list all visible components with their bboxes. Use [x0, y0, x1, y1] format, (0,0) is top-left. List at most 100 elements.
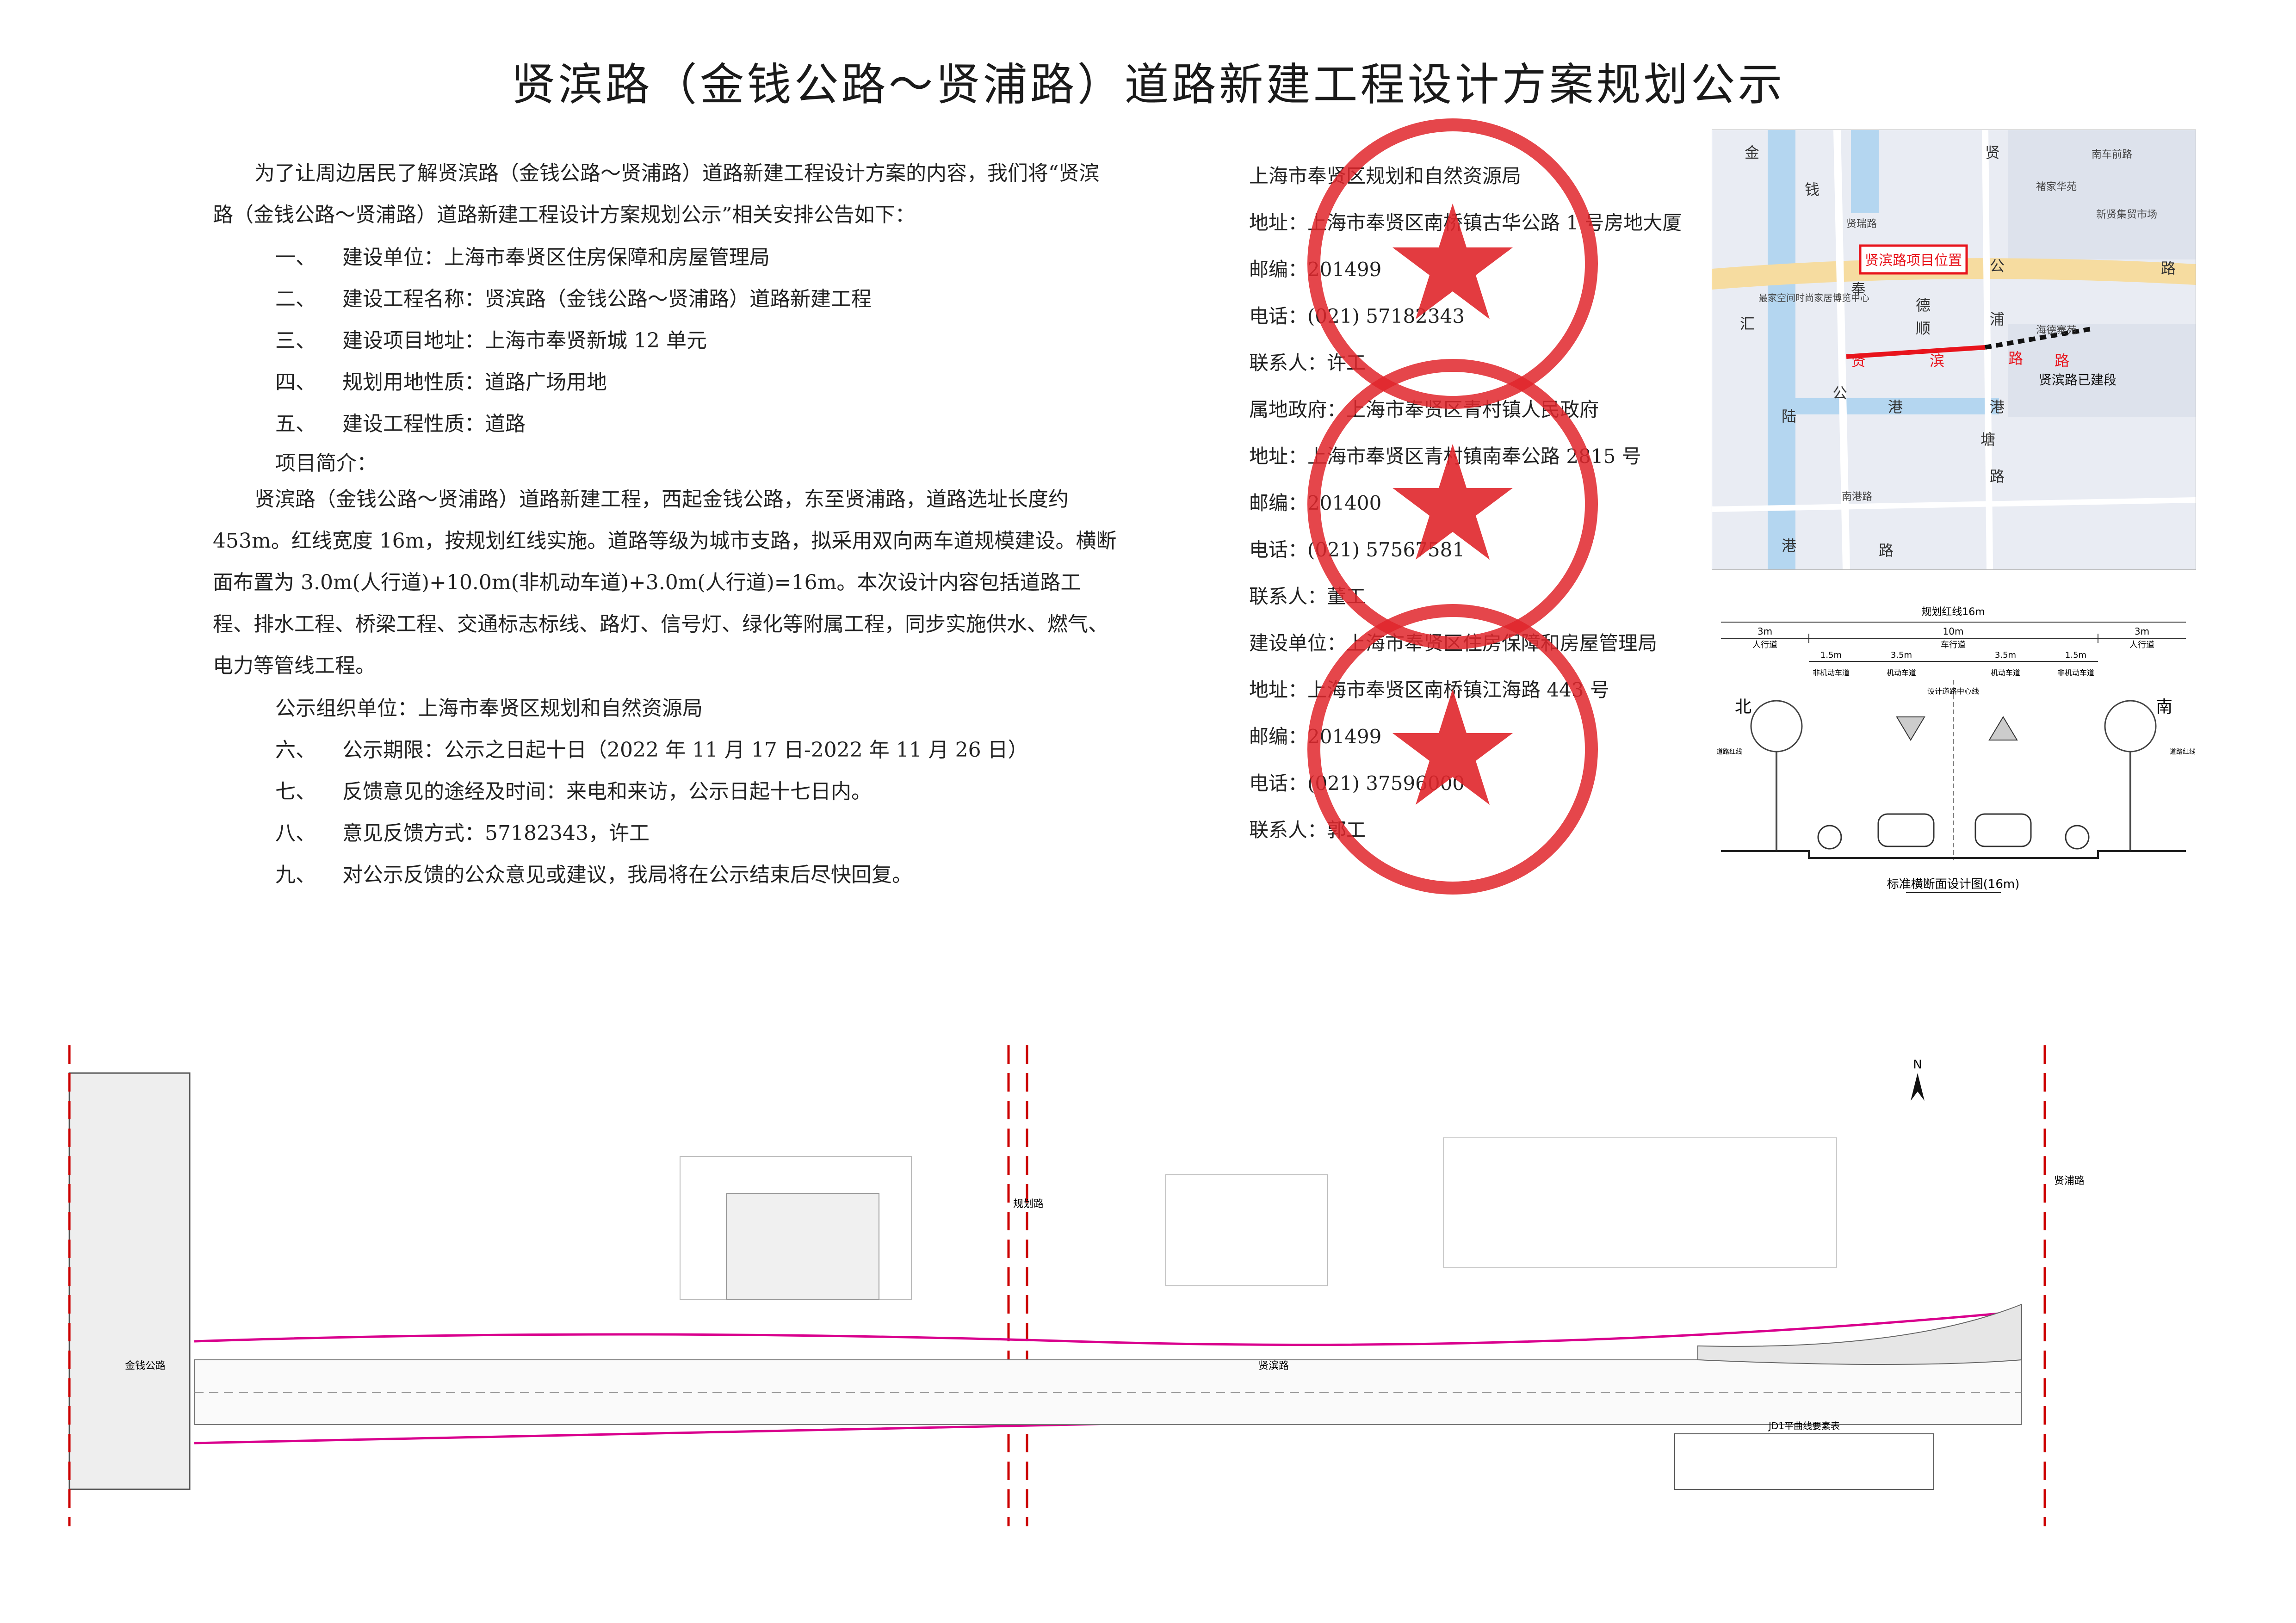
- map-char: 塘: [1980, 431, 1995, 448]
- curve-table-title: JD1平曲线要素表: [1768, 1420, 1840, 1432]
- map-char: 路: [1990, 468, 2005, 485]
- arrow-down-icon: [1896, 716, 1925, 741]
- item-5: 五、建设工程性质：道路: [275, 407, 526, 437]
- map-poi: 褚家华苑: [2036, 181, 2077, 193]
- map-char: 路: [2161, 259, 2176, 277]
- section-dim-sub: 车行道: [1941, 640, 1966, 650]
- section-dim-sub: 人行道: [2129, 640, 2154, 650]
- map-char: 公: [1832, 384, 1847, 402]
- map-char: 路: [1879, 542, 1894, 559]
- item-5-text: 建设工程性质：道路: [342, 412, 526, 436]
- lane-label: 机动车道: [1991, 668, 2020, 677]
- map-char: 滨: [1930, 352, 1944, 370]
- item-8-number: 八、: [275, 821, 316, 845]
- org-line: 公示组织单位：上海市奉贤区规划和自然资源局: [275, 697, 703, 720]
- built-label: 贤滨路已建段: [2039, 372, 2117, 388]
- road-name-label: 贤滨路: [1258, 1360, 1289, 1372]
- item-6-text: 公示期限：公示之日起十日（2022 年 11 月 17 日-2022 年 11 …: [342, 738, 1028, 762]
- curve-table: [1674, 1433, 1934, 1490]
- item-4: 四、 规划用地性质：道路广场用地: [275, 365, 607, 395]
- cross-road-label: 规划路: [1013, 1198, 1044, 1210]
- map-char: 贤: [1851, 352, 1866, 370]
- map-poi: 海德寨苑: [2036, 325, 2077, 336]
- section-dim: 3m: [2135, 626, 2149, 637]
- brief-paragraph: 贤滨路（金钱公路～贤浦路）道路新建工程，西起金钱公路，东至贤浦路，道路选址长度约…: [213, 488, 1117, 678]
- seal-stamp-1: [1307, 118, 1598, 409]
- item-3-number: 三、: [275, 329, 316, 352]
- south-label: 南: [2156, 697, 2172, 716]
- map-char: 浦: [1990, 310, 2005, 328]
- section-dim: 10m: [1943, 626, 1964, 637]
- map-char: 港: [1782, 537, 1796, 555]
- project-road-line: [1846, 345, 1986, 359]
- map-char: 贤: [1985, 144, 2000, 161]
- item-3-text: 建设项目地址：上海市奉贤新城 12 单元: [342, 329, 707, 352]
- cross-section-drawing: 规划红线16m 3m 10m 3m 人行道 车行道 人行道 1.5m 3.5m …: [1712, 601, 2196, 902]
- section-caption: 标准横断面设计图(16m): [1887, 877, 2020, 891]
- road-surface: [1721, 850, 2186, 859]
- item-9-number: 九、: [275, 863, 316, 887]
- section-top-label: 规划红线16m: [1921, 606, 1985, 618]
- item-8-text: 意见反馈方式：57182343，许工: [342, 821, 650, 845]
- item-1-text: 建设单位：上海市奉贤区住房保障和房屋管理局: [342, 246, 770, 269]
- edge-label-left: 道路红线: [1716, 748, 1742, 756]
- map-char: 陆: [1782, 407, 1796, 425]
- page-title: 贤滨路（金钱公路～贤浦路）道路新建工程设计方案规划公示: [511, 59, 1785, 111]
- map-poi: 贤瑞路: [1846, 218, 1877, 230]
- item-4-text: 规划用地性质：道路广场用地: [342, 370, 607, 394]
- item-7-text: 反馈意见的途经及时间：来电和来访，公示日起十七日内。: [342, 780, 872, 803]
- north-arrow-label: N: [1913, 1058, 1922, 1072]
- center-line-label: 设计道路中心线: [1927, 687, 1979, 696]
- location-map: 贤滨路项目位置 贤滨路已建段 金 钱 汇 陆 港 奉 公 路 贤 浦 路 德 顺…: [1712, 130, 2196, 570]
- item-2: 二、建设工程名称：贤滨路（金钱公路～贤浦路）道路新建工程: [275, 282, 872, 312]
- lane-dim: 3.5m: [1995, 650, 2016, 660]
- lane-dim: 3.5m: [1891, 650, 1912, 660]
- brief-label: 项目简介：: [275, 451, 377, 475]
- lane-label: 非机动车道: [1813, 668, 1850, 677]
- map-char: 德: [1916, 296, 1931, 314]
- cross-road-label: 金钱公路: [125, 1360, 166, 1372]
- road-plan-svg: JD1平曲线要素表 贤滨路 金钱公路 规划路 贤浦路 N: [56, 1045, 2262, 1526]
- red-line-north: [194, 1312, 1999, 1346]
- item-6: 六、 公示期限：公示之日起十日（2022 年 11 月 17 日-2022 年 1…: [275, 733, 1028, 763]
- map-char: 路: [2055, 352, 2069, 370]
- tree-icon: [1750, 700, 1803, 753]
- contact-line: 地址：上海市奉贤区南桥镇江海路 443 号: [1249, 679, 1609, 701]
- lane-label: 机动车道: [1887, 668, 1916, 677]
- map-poi: 南港路: [1842, 491, 1872, 503]
- location-map-svg: 贤滨路项目位置 贤滨路已建段 金 钱 汇 陆 港 奉 公 路 贤 浦 路 德 顺…: [1712, 130, 2196, 569]
- river-west: [1768, 130, 1795, 569]
- car-icon: [1877, 813, 1935, 847]
- map-char: 顺: [1916, 320, 1931, 337]
- item-8: 八、 意见反馈方式：57182343，许工: [275, 816, 650, 846]
- edge-label-right: 道路红线: [2170, 748, 2195, 756]
- north-arrow-icon: [1911, 1073, 1925, 1101]
- built-road-line: [1985, 327, 2092, 350]
- map-poi: 南车前路: [2092, 149, 2132, 160]
- item-6-number: 六、: [275, 738, 316, 762]
- map-char: 港: [1990, 398, 2005, 416]
- car-icon: [1974, 813, 2032, 847]
- tree-icon: [2104, 700, 2157, 753]
- bicycle-icon: [2065, 825, 2090, 850]
- item-9-text: 对公示反馈的公众意见或建议，我局将在公示结束后尽快回复。: [342, 863, 912, 887]
- item-7: 七、反馈意见的途经及时间：来电和来访，公示日起十七日内。: [275, 775, 872, 804]
- project-label-box: [1859, 244, 1968, 275]
- map-char: 路: [2008, 350, 2023, 367]
- map-char: 金: [1745, 144, 1759, 161]
- item-1-number: 一、: [275, 246, 316, 269]
- item-4-number: 四、: [275, 370, 316, 394]
- lane-dim: 1.5m: [1820, 650, 1842, 660]
- item-2-number: 二、: [275, 287, 316, 311]
- lane-label: 非机动车道: [2057, 668, 2094, 677]
- item-1: 一、 建设单位：上海市奉贤区住房保障和房屋管理局: [275, 241, 770, 270]
- seal-stamp-3: [1307, 604, 1598, 895]
- project-label: 贤滨路项目位置: [1865, 253, 1962, 269]
- section-dim-sub: 人行道: [1752, 640, 1777, 650]
- map-char: 公: [1990, 257, 2005, 275]
- section-dim: 3m: [1758, 626, 1772, 637]
- intro-paragraph: 为了让周边居民了解贤滨路（金钱公路～贤浦路）道路新建工程设计方案的内容，我们将“…: [213, 161, 1100, 227]
- cross-road-label: 贤浦路: [2054, 1175, 2085, 1187]
- contact-line: 上海市奉贤区规划和自然资源局: [1249, 165, 1522, 187]
- lane-dim: 1.5m: [2065, 650, 2086, 660]
